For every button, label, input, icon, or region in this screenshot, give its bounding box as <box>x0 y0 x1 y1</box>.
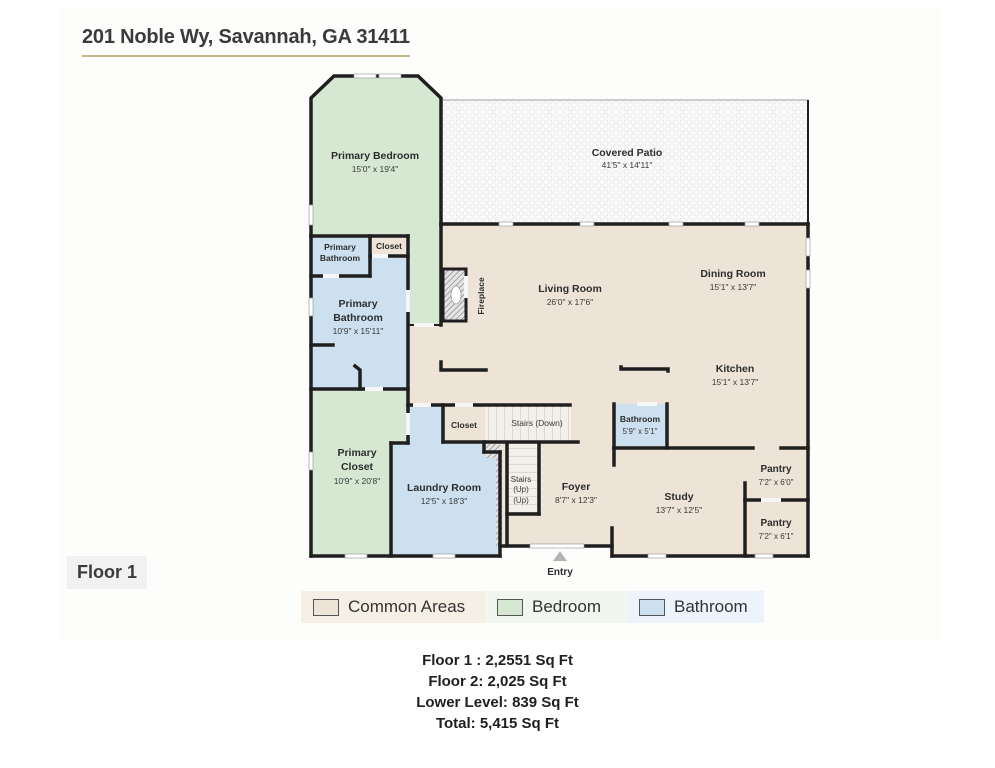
svg-text:15'0" x 19'4": 15'0" x 19'4" <box>352 164 399 174</box>
room-closet-mid <box>443 405 485 442</box>
room-primary-bathroom-small <box>311 236 370 276</box>
room-bathroom <box>614 404 667 448</box>
title-underline <box>82 55 410 57</box>
svg-text:Laundry Room: Laundry Room <box>407 482 481 494</box>
legend-label: Bathroom <box>674 597 748 616</box>
svg-text:41'5" x 14'11": 41'5" x 14'11" <box>602 160 653 170</box>
svg-text:Stairs (Down): Stairs (Down) <box>511 418 563 428</box>
svg-text:Closet: Closet <box>451 420 477 430</box>
sqft-total: Total: 5,415 Sq Ft <box>435 715 560 732</box>
svg-text:(Up): (Up) <box>513 485 529 494</box>
legend-item-bathroom: Bathroom <box>627 591 764 623</box>
svg-text:Living Room: Living Room <box>538 283 602 295</box>
legend: Common Areas Bedroom Bathroom <box>301 591 764 623</box>
svg-text:Kitchen: Kitchen <box>716 363 755 375</box>
property-address: 201 Noble Wy, Savannah, GA 31411 <box>82 26 410 48</box>
svg-text:10'9" x 20'8": 10'9" x 20'8" <box>334 476 381 486</box>
legend-label: Common Areas <box>348 597 466 616</box>
svg-text:Closet: Closet <box>376 241 402 251</box>
square-footage-summary: Floor 1 : 2,2551 Sq Ft Floor 2: 2,025 Sq… <box>0 650 995 734</box>
sqft-floor-1: Floor 1 : 2,2551 Sq Ft <box>422 652 573 669</box>
svg-text:5'9" x 5'1": 5'9" x 5'1" <box>623 427 658 436</box>
bedroom-swatch <box>497 598 523 616</box>
svg-text:Bathroom: Bathroom <box>320 253 361 263</box>
legend-item-bedroom: Bedroom <box>485 591 627 623</box>
room-covered-patio <box>440 99 809 225</box>
svg-text:Closet: Closet <box>341 461 374 473</box>
legend-label: Bedroom <box>532 597 601 616</box>
svg-text:8'7" x 12'3": 8'7" x 12'3" <box>555 495 597 505</box>
windows <box>308 73 811 559</box>
common-areas-swatch <box>313 598 339 616</box>
svg-text:Stairs: Stairs <box>511 475 531 484</box>
svg-text:(Up): (Up) <box>513 496 529 505</box>
room-labels: Primary Bedroom 15'0" x 19'4" Covered Pa… <box>320 147 794 578</box>
sqft-lower-level: Lower Level: 839 Sq Ft <box>416 694 579 711</box>
svg-text:Bathroom: Bathroom <box>620 414 661 424</box>
svg-text:7'2" x 6'1": 7'2" x 6'1" <box>759 532 794 541</box>
svg-text:Covered Patio: Covered Patio <box>592 147 663 159</box>
svg-text:Pantry: Pantry <box>760 518 792 529</box>
svg-text:Pantry: Pantry <box>760 464 792 475</box>
svg-text:Primary Bedroom: Primary Bedroom <box>331 150 419 162</box>
entry-arrow-icon <box>553 551 567 561</box>
svg-text:Primary: Primary <box>338 298 377 310</box>
svg-text:12'5" x 18'3": 12'5" x 18'3" <box>421 496 468 506</box>
floor-plan: Primary Bedroom 15'0" x 19'4" Covered Pa… <box>308 73 811 578</box>
fireplace <box>441 267 468 323</box>
sqft-floor-2: Floor 2: 2,025 Sq Ft <box>428 673 567 690</box>
stairs-down <box>485 405 571 442</box>
svg-text:Foyer: Foyer <box>562 481 591 493</box>
room-closet-top <box>370 236 408 256</box>
floor-label: Floor 1 <box>67 556 147 589</box>
legend-item-common-areas: Common Areas <box>301 591 485 623</box>
bathroom-swatch <box>639 598 665 616</box>
svg-text:Study: Study <box>664 491 693 503</box>
room-primary-bathroom <box>311 256 408 389</box>
svg-text:Primary: Primary <box>337 447 376 459</box>
svg-text:15'1" x 13'7": 15'1" x 13'7" <box>712 377 759 387</box>
svg-text:Primary: Primary <box>324 242 356 252</box>
svg-text:10'9" x 15'11": 10'9" x 15'11" <box>333 326 384 336</box>
svg-text:7'2" x 6'0": 7'2" x 6'0" <box>759 478 794 487</box>
svg-text:Fireplace: Fireplace <box>476 277 486 315</box>
svg-text:15'1" x 13'7": 15'1" x 13'7" <box>710 282 757 292</box>
svg-text:Dining Room: Dining Room <box>700 268 765 280</box>
stairs-up <box>507 444 539 514</box>
svg-text:Bathroom: Bathroom <box>333 312 383 324</box>
svg-text:Entry: Entry <box>547 567 573 578</box>
door-openings <box>323 254 781 502</box>
svg-text:13'7" x 12'5": 13'7" x 12'5" <box>656 505 703 515</box>
svg-text:26'0" x 17'6": 26'0" x 17'6" <box>547 297 594 307</box>
